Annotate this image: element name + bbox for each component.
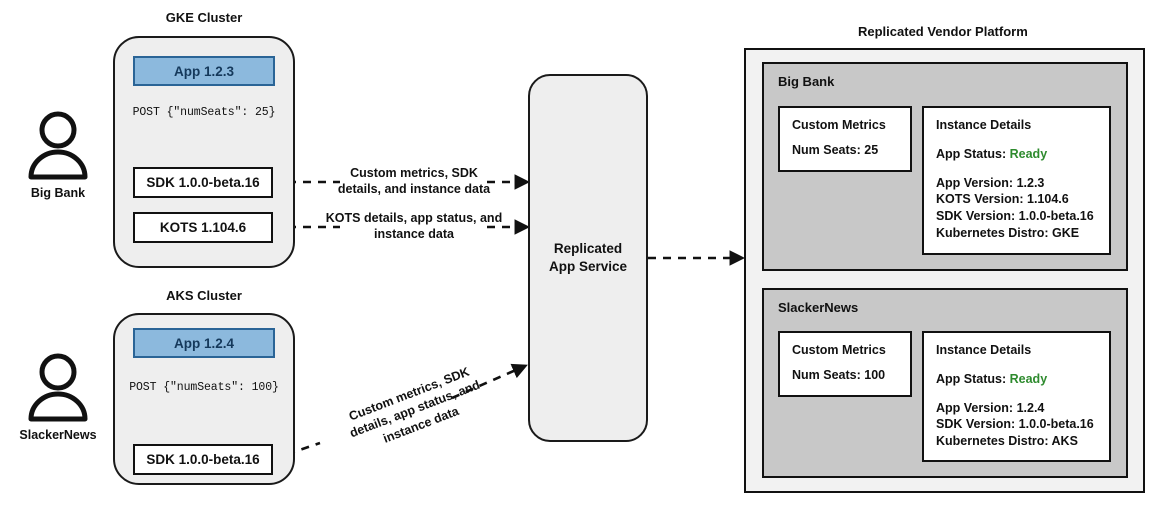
kots-version-row: KOTS Version: 1.104.6 <box>936 192 1069 207</box>
gke-kots-box[interactable]: KOTS 1.104.6 <box>133 212 273 243</box>
edge-label-gke-sdk: Custom metrics, SDK details, and instanc… <box>337 166 491 197</box>
instance-details-panel-slackernews: Instance Details App Status: Ready App V… <box>922 331 1111 462</box>
custom-metrics-row: Num Seats: 100 <box>792 368 886 382</box>
tenant-name-slackernews: SlackerNews <box>778 300 859 315</box>
sdk-version-row: SDK Version: 1.0.0-beta.16 <box>936 417 1094 432</box>
app-version-row: App Version: 1.2.4 <box>936 400 1045 415</box>
person-icon-big-bank <box>28 111 88 180</box>
k8s-distro-row: Kubernetes Distro: AKS <box>936 433 1078 448</box>
app-status-row: App Status: Ready <box>936 371 1097 388</box>
instance-details-title: Instance Details <box>936 118 1032 132</box>
replicated-app-service[interactable]: Replicated App Service <box>528 74 648 442</box>
custom-metrics-title: Custom Metrics <box>792 343 886 357</box>
aks-app-box[interactable]: App 1.2.4 <box>133 328 275 358</box>
tenant-name-big-bank: Big Bank <box>778 74 835 89</box>
aks-post-label: POST {"numSeats": 100} <box>129 381 279 394</box>
custom-metrics-title: Custom Metrics <box>792 118 886 132</box>
cluster-title-gke: GKE Cluster <box>165 10 243 25</box>
customer-label-slackernews: SlackerNews <box>19 428 97 442</box>
custom-metrics-panel-slackernews: Custom Metrics Num Seats: 100 <box>778 331 912 397</box>
status-badge-ready: Ready <box>1009 147 1048 161</box>
app-status-label: App Status: <box>936 147 1007 161</box>
spacer <box>936 163 1097 175</box>
edge-label-gke-kots: KOTS details, app status, and instance d… <box>325 211 503 242</box>
custom-metrics-panel-big-bank: Custom Metrics Num Seats: 25 <box>778 106 912 172</box>
k8s-distro-row: Kubernetes Distro: GKE <box>936 225 1080 240</box>
status-badge-ready: Ready <box>1009 372 1048 386</box>
edge-label-aks-sdk: Custom metrics, SDK details, app status,… <box>346 364 482 446</box>
sdk-version-row: SDK Version: 1.0.0-beta.16 <box>936 208 1094 223</box>
cluster-title-aks: AKS Cluster <box>166 288 242 303</box>
aks-sdk-box[interactable]: SDK 1.0.0-beta.16 <box>133 444 273 475</box>
spacer <box>936 388 1097 400</box>
service-label: Replicated App Service <box>548 240 628 274</box>
instance-details-title: Instance Details <box>936 343 1032 357</box>
custom-metrics-row: Num Seats: 25 <box>792 143 879 157</box>
gke-app-box[interactable]: App 1.2.3 <box>133 56 275 86</box>
customer-label-big-bank: Big Bank <box>30 186 86 200</box>
person-icon-slackernews <box>28 353 88 422</box>
app-status-row: App Status: Ready <box>936 146 1097 163</box>
app-version-row: App Version: 1.2.3 <box>936 175 1045 190</box>
gke-post-label: POST {"numSeats": 25} <box>132 106 276 119</box>
vendor-platform-title: Replicated Vendor Platform <box>858 24 1028 39</box>
gke-sdk-box[interactable]: SDK 1.0.0-beta.16 <box>133 167 273 198</box>
app-status-label: App Status: <box>936 372 1007 386</box>
instance-details-panel-big-bank: Instance Details App Status: Ready App V… <box>922 106 1111 255</box>
